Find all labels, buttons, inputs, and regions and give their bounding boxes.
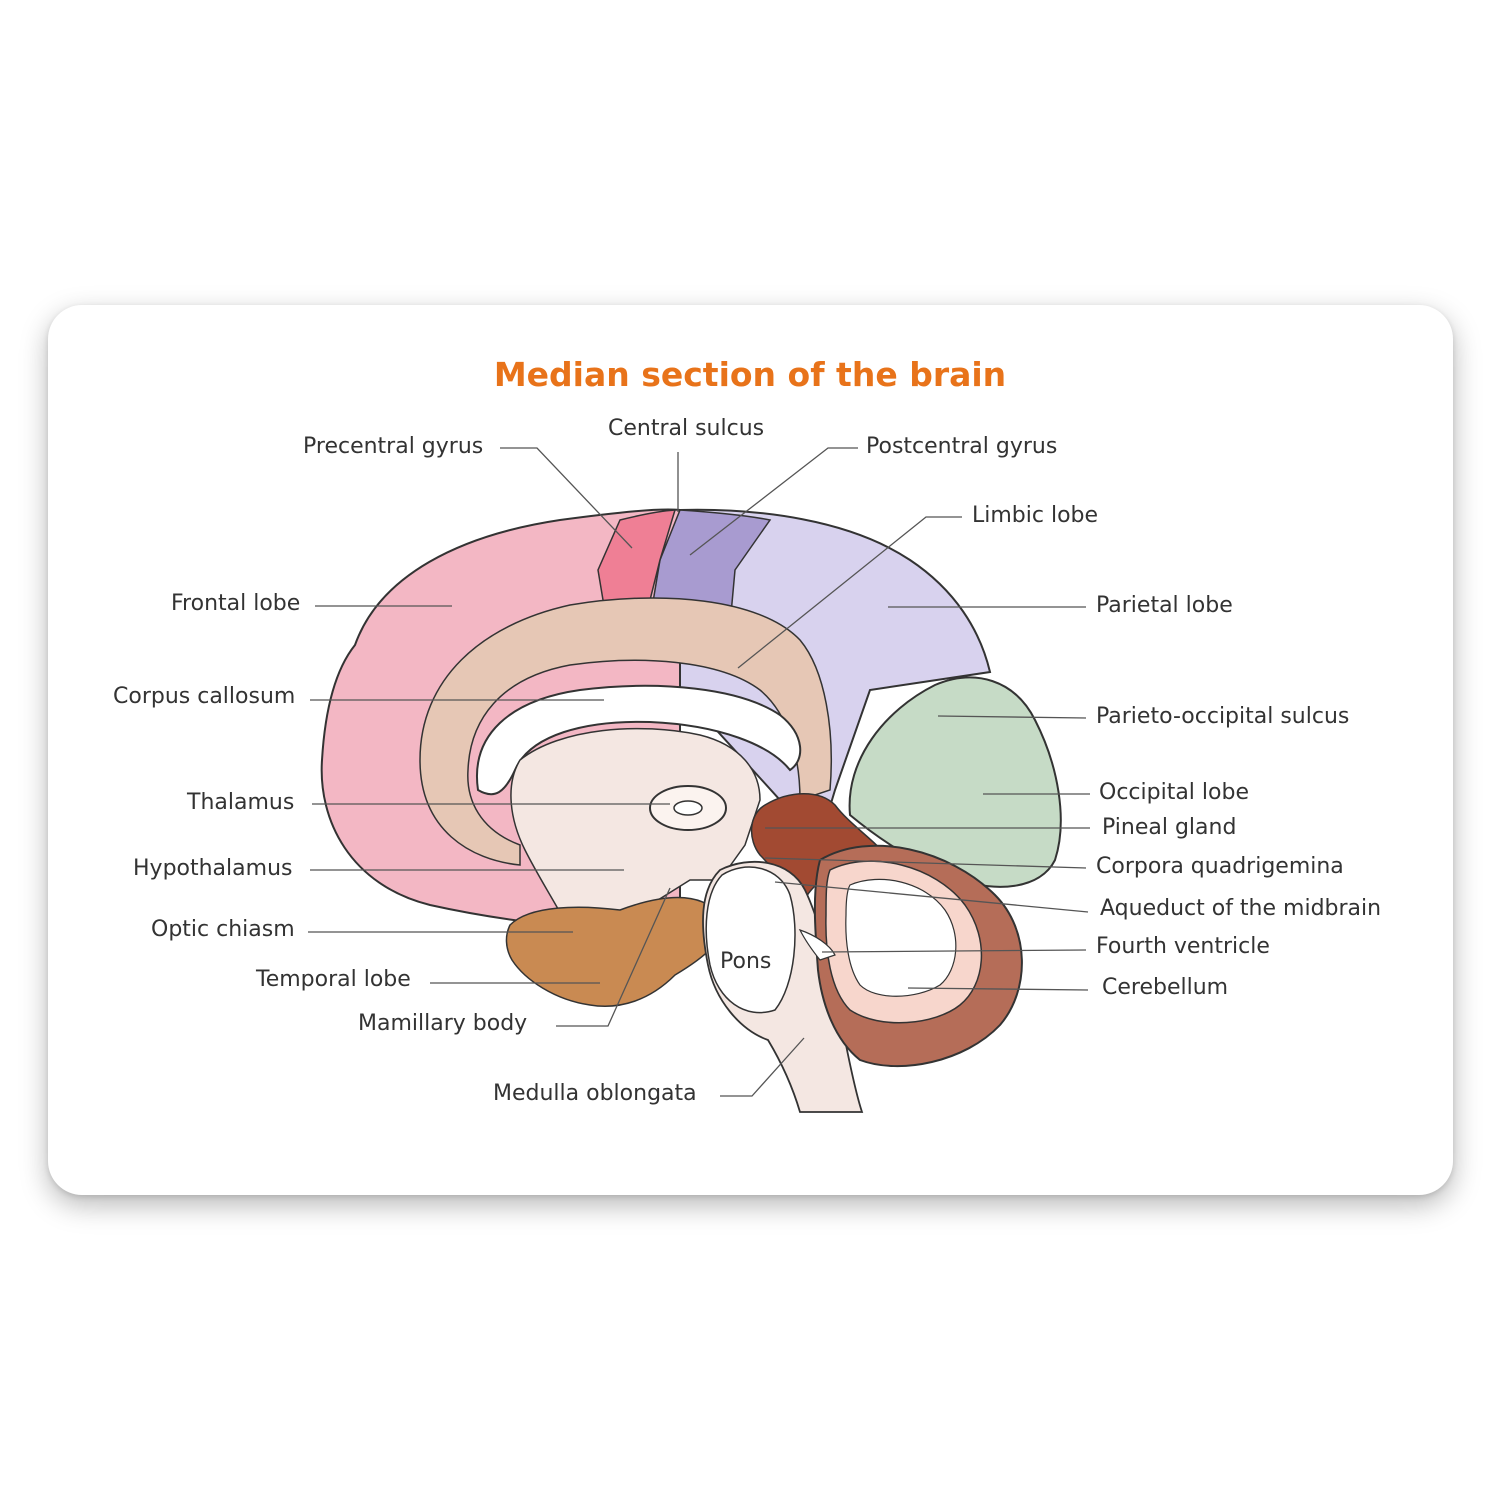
label-occipital-lobe: Occipital lobe	[1099, 780, 1249, 805]
label-pineal-gland: Pineal gland	[1102, 815, 1237, 840]
arbor-vitae-core-shape	[845, 878, 957, 997]
label-mamillary-body: Mamillary body	[358, 1011, 528, 1036]
leader-corpora-quadrigemina	[764, 857, 1087, 869]
leader-medulla-oblongata	[720, 1037, 805, 1097]
label-parieto-occipital-sulcus: Parieto-occipital sulcus	[1096, 704, 1350, 729]
leader-aqueduct	[774, 881, 1089, 913]
label-corpus-callosum: Corpus callosum	[113, 684, 296, 709]
diencephalon-region	[510, 727, 761, 942]
label-frontal-lobe: Frontal lobe	[171, 591, 301, 616]
label-corpora-quadrigemina: Corpora quadrigemina	[1096, 854, 1344, 879]
label-central-sulcus: Central sulcus	[608, 416, 765, 441]
label-temporal-lobe: Temporal lobe	[256, 967, 411, 992]
leader-limbic-lobe	[737, 516, 962, 669]
leader-postcentral-gyrus	[689, 447, 858, 556]
label-aqueduct-of-the-midbrain: Aqueduct of the midbrain	[1100, 896, 1382, 921]
label-parietal-lobe: Parietal lobe	[1096, 593, 1233, 618]
limbic-lobe-region	[419, 597, 832, 866]
corpus-callosum-region	[476, 684, 802, 796]
leader-cerebellum	[907, 987, 1089, 991]
label-optic-chiasm: Optic chiasm	[151, 917, 295, 942]
label-hypothalamus: Hypothalamus	[133, 856, 293, 881]
temporal-lobe-region	[505, 896, 723, 1007]
occipital-lobe-region	[848, 676, 1062, 888]
label-thalamus: Thalamus	[187, 790, 295, 815]
label-fourth-ventricle: Fourth ventricle	[1096, 934, 1270, 959]
parietal-lobe-region	[679, 508, 992, 842]
thalamus-inner-shape	[673, 800, 703, 816]
leader-precentral-gyrus	[500, 447, 633, 549]
label-pons: Pons	[720, 949, 772, 974]
leader-mamillary-body	[556, 887, 671, 1027]
leader-parieto-occipital-sulcus	[937, 715, 1087, 719]
pons-shape	[705, 866, 796, 1014]
label-postcentral-gyrus: Postcentral gyrus	[866, 434, 1058, 459]
diagram-title: Median section of the brain	[493, 355, 1007, 394]
label-cerebellum: Cerebellum	[1102, 975, 1229, 1000]
leader-fourth-ventricle	[821, 949, 1087, 953]
label-limbic-lobe: Limbic lobe	[972, 503, 1099, 528]
leader-lines	[308, 447, 1090, 1097]
label-medulla-oblongata: Medulla oblongata	[493, 1081, 697, 1106]
label-precentral-gyrus: Precentral gyrus	[303, 434, 484, 459]
